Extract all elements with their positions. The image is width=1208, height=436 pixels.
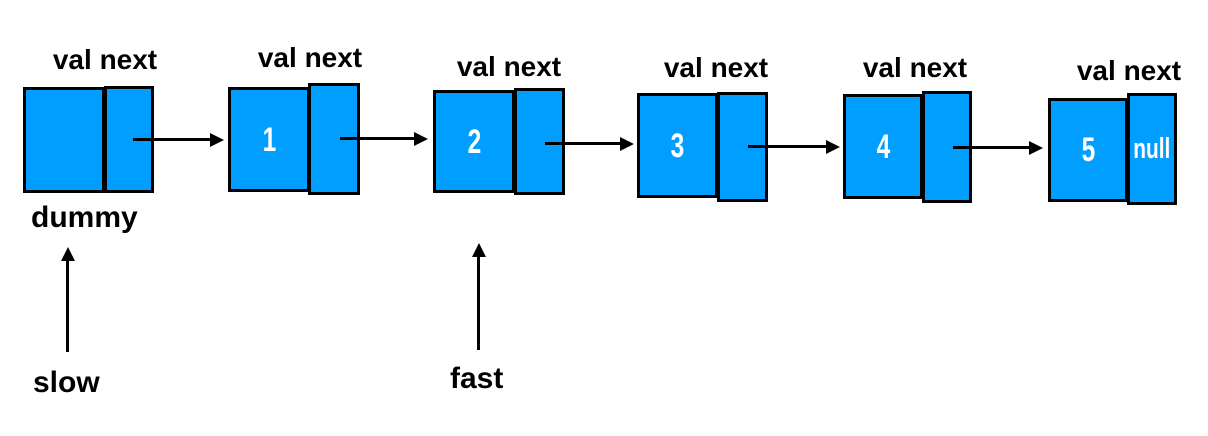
node-5-next-null: null	[1133, 132, 1171, 165]
node-3-val-box: 3	[637, 93, 718, 198]
dummy-caption: dummy	[31, 201, 138, 234]
node-1-header: val next	[257, 42, 363, 73]
node-3-val: 3	[670, 126, 685, 165]
fast-pointer-label: fast	[450, 362, 504, 395]
dummy-node-val-box	[23, 87, 105, 193]
dummy-node-header: val next	[52, 44, 158, 75]
fast-pointer-arrow-icon	[471, 243, 486, 350]
node-1-val: 1	[262, 120, 276, 159]
node-4-val-box: 4	[843, 94, 923, 199]
node-2-header: val next	[456, 51, 562, 82]
node-2-val: 2	[467, 122, 481, 161]
node-2-next-box	[514, 88, 565, 195]
node-3-header: val next	[663, 52, 769, 83]
arrow-node-1-to-node-2-icon	[340, 131, 428, 146]
arrow-node-4-to-node-5-icon	[953, 140, 1043, 155]
node-4-header: val next	[862, 52, 968, 83]
node-5-val-box: 5	[1048, 98, 1128, 202]
arrow-node-2-to-node-3-icon	[545, 136, 634, 151]
slow-pointer-label: slow	[33, 366, 100, 399]
node-5-next-box: null	[1127, 93, 1177, 205]
arrow-node-3-to-node-4-icon	[748, 139, 840, 154]
slow-pointer-arrow-icon	[60, 247, 75, 352]
node-1-val-box: 1	[228, 87, 310, 192]
arrow-dummy-to-node-1-icon	[133, 132, 224, 147]
node-5-header: val next	[1076, 55, 1182, 86]
node-2-val-box: 2	[433, 90, 515, 193]
node-4-val: 4	[876, 127, 890, 166]
node-5-val: 5	[1081, 131, 1095, 169]
